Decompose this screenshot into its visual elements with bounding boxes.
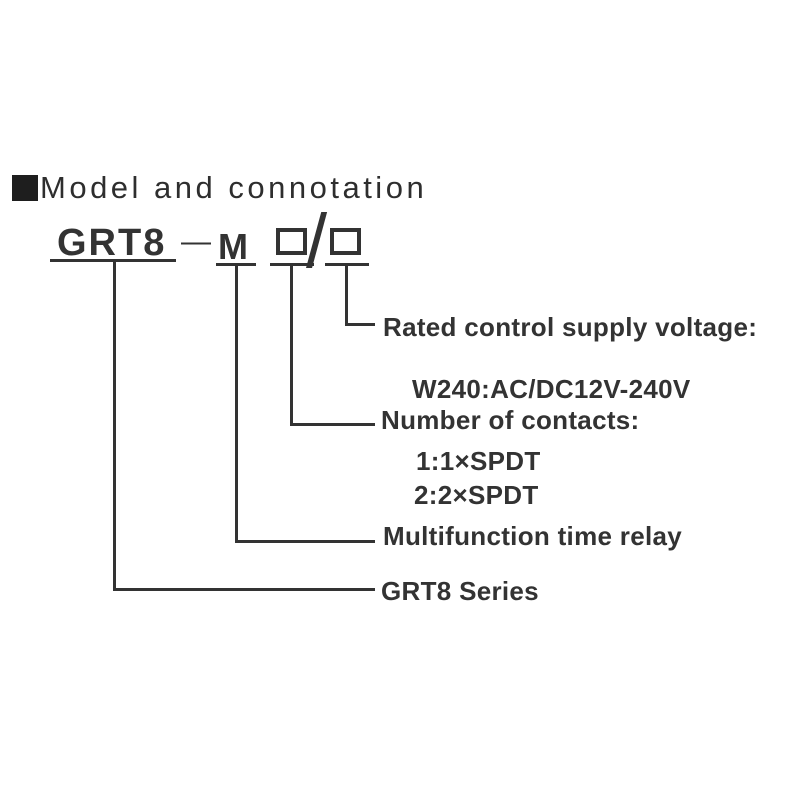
label-contacts: Number of contacts: [381, 405, 640, 435]
underline-series [50, 259, 176, 262]
page-title: Model and connotation [40, 170, 428, 205]
section-header: Model and connotation [12, 170, 427, 206]
connector-series-vertical [113, 261, 116, 591]
connector-series-horizontal [113, 588, 375, 591]
label-function: Multifunction time relay [383, 521, 683, 551]
voltage-code-placeholder-box [330, 228, 361, 255]
option-voltage-w240: W240:AC/DC12V-240V [412, 374, 691, 404]
connector-function-horizontal [235, 540, 375, 543]
option-contacts-1: 1:1×SPDT [416, 446, 541, 476]
model-code-separator: — [181, 225, 211, 258]
option-contacts-2: 2:2×SPDT [414, 480, 539, 510]
model-code-function: M [218, 226, 248, 267]
connector-function-vertical [235, 263, 238, 543]
connector-voltage-vertical [345, 263, 348, 326]
label-series: GRT8 Series [381, 576, 539, 606]
model-code-slash: / [306, 199, 328, 284]
connector-voltage-horizontal [345, 323, 375, 326]
contacts-code-placeholder-box [276, 228, 307, 255]
connector-contacts-vertical [290, 263, 293, 426]
label-rated-voltage: Rated control supply voltage: [383, 312, 758, 342]
connector-contacts-horizontal [290, 423, 375, 426]
black-square-bullet-icon [12, 175, 38, 201]
model-code-series: GRT8 [57, 222, 167, 264]
